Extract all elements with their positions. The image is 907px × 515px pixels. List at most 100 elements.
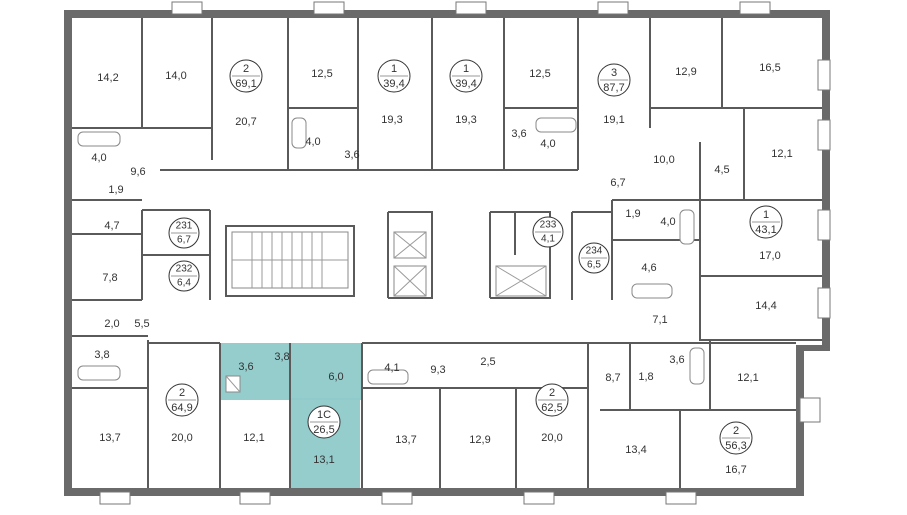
room-area: 4,7 (104, 220, 119, 232)
room-area: 2,5 (480, 356, 495, 368)
apartment-badge[interactable]: 1 39,4 (449, 59, 483, 93)
storage-badge[interactable]: 234 6,5 (578, 242, 610, 274)
room-area: 4,0 (660, 216, 675, 228)
svg-text:233: 233 (540, 220, 557, 231)
room-area: 3,8 (94, 349, 109, 361)
room-area: 4,0 (540, 138, 555, 150)
storage-badges: 231 6,7 232 6,4 233 4,1 234 6,5 (168, 216, 610, 292)
stairwell (231, 231, 349, 289)
room-area: 4,5 (714, 164, 729, 176)
apartment-badge[interactable]: 2 64,9 (165, 383, 199, 417)
room-area: 13,4 (625, 444, 646, 456)
room-area: 20,0 (541, 432, 562, 444)
interior-walls (72, 18, 822, 488)
room-area: 1,9 (108, 184, 123, 196)
svg-text:26,5: 26,5 (313, 424, 334, 436)
room-area: 4,1 (384, 362, 399, 374)
apartment-badge[interactable]: 1 39,4 (377, 59, 411, 93)
room-area: 3,6 (511, 128, 526, 140)
room-area: 12,5 (529, 68, 550, 80)
svg-text:1С: 1С (317, 409, 331, 421)
room-area: 5,5 (134, 318, 149, 330)
room-area: 4,0 (91, 152, 106, 164)
svg-text:62,5: 62,5 (541, 402, 562, 414)
svg-text:6,4: 6,4 (177, 278, 191, 289)
room-area: 9,3 (430, 364, 445, 376)
storage-badge[interactable]: 232 6,4 (168, 260, 200, 292)
svg-text:6,5: 6,5 (587, 260, 601, 271)
room-area: 1,9 (625, 208, 640, 220)
room-area: 4,6 (641, 262, 656, 274)
room-area: 14,4 (755, 300, 776, 312)
room-area: 17,0 (759, 250, 780, 262)
room-area: 3,6 (669, 354, 684, 366)
svg-text:1: 1 (763, 209, 769, 221)
room-area: 13,7 (395, 434, 416, 446)
room-area: 4,0 (305, 136, 320, 148)
apartment-badge[interactable]: 2 62,5 (535, 383, 569, 417)
room-area: 8,7 (605, 372, 620, 384)
svg-text:39,4: 39,4 (383, 78, 404, 90)
room-area: 3,6 (344, 149, 359, 161)
room-area: 12,1 (771, 148, 792, 160)
room-area: 12,1 (737, 372, 758, 384)
apartment-badge[interactable]: 2 56,3 (719, 421, 753, 455)
room-area: 16,7 (725, 464, 746, 476)
room-area: 14,2 (97, 72, 118, 84)
highlighted-apartment-1c[interactable] (220, 343, 362, 488)
room-area: 14,0 (165, 70, 186, 82)
room-area: 3,8 (274, 351, 289, 363)
room-area: 9,6 (130, 166, 145, 178)
room-area: 20,7 (235, 116, 256, 128)
svg-text:232: 232 (176, 264, 193, 275)
room-area: 16,5 (759, 62, 780, 74)
storage-badge[interactable]: 233 4,1 (532, 216, 564, 248)
svg-text:43,1: 43,1 (755, 224, 776, 236)
svg-text:64,9: 64,9 (171, 402, 192, 414)
apartment-badges: 2 69,1 1 39,4 1 39,4 3 87,7 1 43,1 (165, 59, 783, 455)
room-area: 19,3 (381, 114, 402, 126)
windows (99, 1, 831, 505)
room-area: 2,0 (104, 318, 119, 330)
room-area: 7,8 (102, 272, 117, 284)
svg-text:6,7: 6,7 (177, 235, 191, 246)
apartment-badge[interactable]: 2 69,1 (229, 59, 263, 93)
apartment-badge[interactable]: 1 43,1 (749, 205, 783, 239)
elevator-2 (393, 265, 427, 297)
room-area: 12,9 (469, 434, 490, 446)
room-area: 7,1 (652, 314, 667, 326)
room-area: 12,1 (243, 432, 264, 444)
room-area: 20,0 (171, 432, 192, 444)
svg-text:2: 2 (243, 63, 249, 75)
svg-text:3: 3 (611, 67, 617, 79)
room-area: 6,0 (328, 371, 343, 383)
storage-badge[interactable]: 231 6,7 (168, 217, 200, 249)
exterior-walls (64, 10, 830, 496)
room-area: 19,1 (603, 114, 624, 126)
svg-text:4,1: 4,1 (541, 234, 555, 245)
svg-text:2: 2 (549, 387, 555, 399)
svg-text:2: 2 (179, 387, 185, 399)
room-area: 13,7 (99, 432, 120, 444)
svg-text:56,3: 56,3 (725, 440, 746, 452)
room-area: 12,5 (311, 68, 332, 80)
apartment-badge[interactable]: 3 87,7 (597, 63, 631, 97)
elevator-3 (495, 265, 547, 297)
svg-text:39,4: 39,4 (455, 78, 476, 90)
room-area: 6,7 (610, 177, 625, 189)
bathroom-fixtures (77, 117, 705, 393)
elevator-1 (393, 231, 427, 259)
room-area: 13,1 (313, 454, 334, 466)
room-labels: 14,2 14,0 20,7 12,5 4,0 3,6 19,3 19,3 12… (91, 62, 792, 476)
apartment-badge-highlighted[interactable]: 1С 26,5 (307, 405, 341, 439)
svg-text:69,1: 69,1 (235, 78, 256, 90)
svg-text:1: 1 (463, 63, 469, 75)
room-area: 3,6 (238, 361, 253, 373)
room-area: 12,9 (675, 66, 696, 78)
room-area: 10,0 (653, 154, 674, 166)
svg-text:87,7: 87,7 (603, 82, 624, 94)
room-area: 19,3 (455, 114, 476, 126)
room-area: 1,8 (638, 371, 653, 383)
svg-text:234: 234 (586, 246, 603, 257)
